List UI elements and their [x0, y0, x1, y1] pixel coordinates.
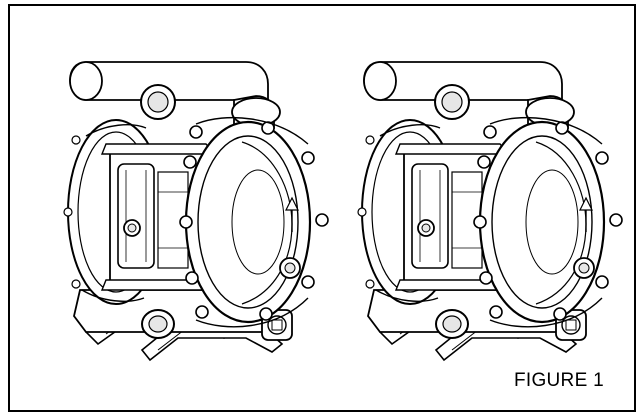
figure-caption: FIGURE 1: [513, 370, 604, 391]
pump-left: [62, 60, 330, 362]
pump-illustration: [62, 60, 624, 362]
figure-frame: FIGURE 1: [8, 4, 636, 412]
pump-right: [356, 60, 624, 362]
